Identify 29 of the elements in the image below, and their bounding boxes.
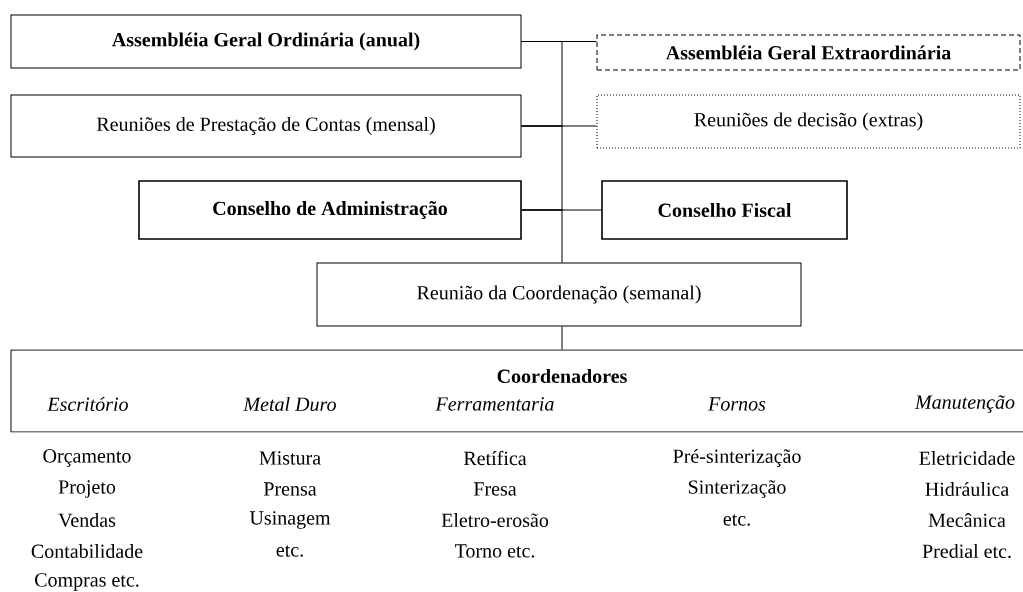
connector-line (521, 125, 563, 211)
list-item: Eletro-erosão (441, 512, 549, 528)
list-item: Usinagem (249, 511, 331, 529)
group-box: Coordenadores Escritório Metal Duro Ferramentaria Fornos Manutenção (10, 349, 1023, 433)
list-item: Torno etc. (454, 544, 535, 558)
list-item: Mecânica (928, 512, 1006, 528)
list-item: Sinterização (688, 480, 786, 498)
connector-line (521, 209, 563, 263)
meeting-box: Reunião da Coordenação (semanal) (316, 262, 802, 327)
list-item: Contabilidade (31, 543, 143, 559)
list-item: Eletricidade (919, 450, 1015, 466)
list-item: etc. (723, 514, 750, 526)
list-item: Compras etc. (35, 573, 139, 591)
meeting-box: Reuniões de decisão (extras) (596, 94, 1021, 149)
list-item: Predial etc. (922, 543, 1011, 559)
meeting-box: Conselho Fiscal (601, 180, 848, 240)
list-item: Mistura (259, 451, 321, 465)
connector-line (561, 326, 563, 350)
list-item: Prensa (263, 482, 317, 496)
meeting-box: Assembléia Geral Extraordinária (596, 34, 1021, 71)
meeting-box: Reuniões de Prestação de Contas (mensal) (10, 94, 522, 158)
list-item: etc. (276, 545, 303, 557)
connector-line (521, 41, 563, 127)
list-item: Hidráulica (925, 481, 1009, 497)
meeting-box: Assembléia Geral Ordinária (anual) (10, 14, 522, 69)
list-item: Vendas (58, 512, 116, 528)
meeting-box: Conselho de Administração (138, 180, 522, 240)
list-item: Fresa (473, 482, 517, 496)
list-item: Projeto (58, 480, 116, 498)
